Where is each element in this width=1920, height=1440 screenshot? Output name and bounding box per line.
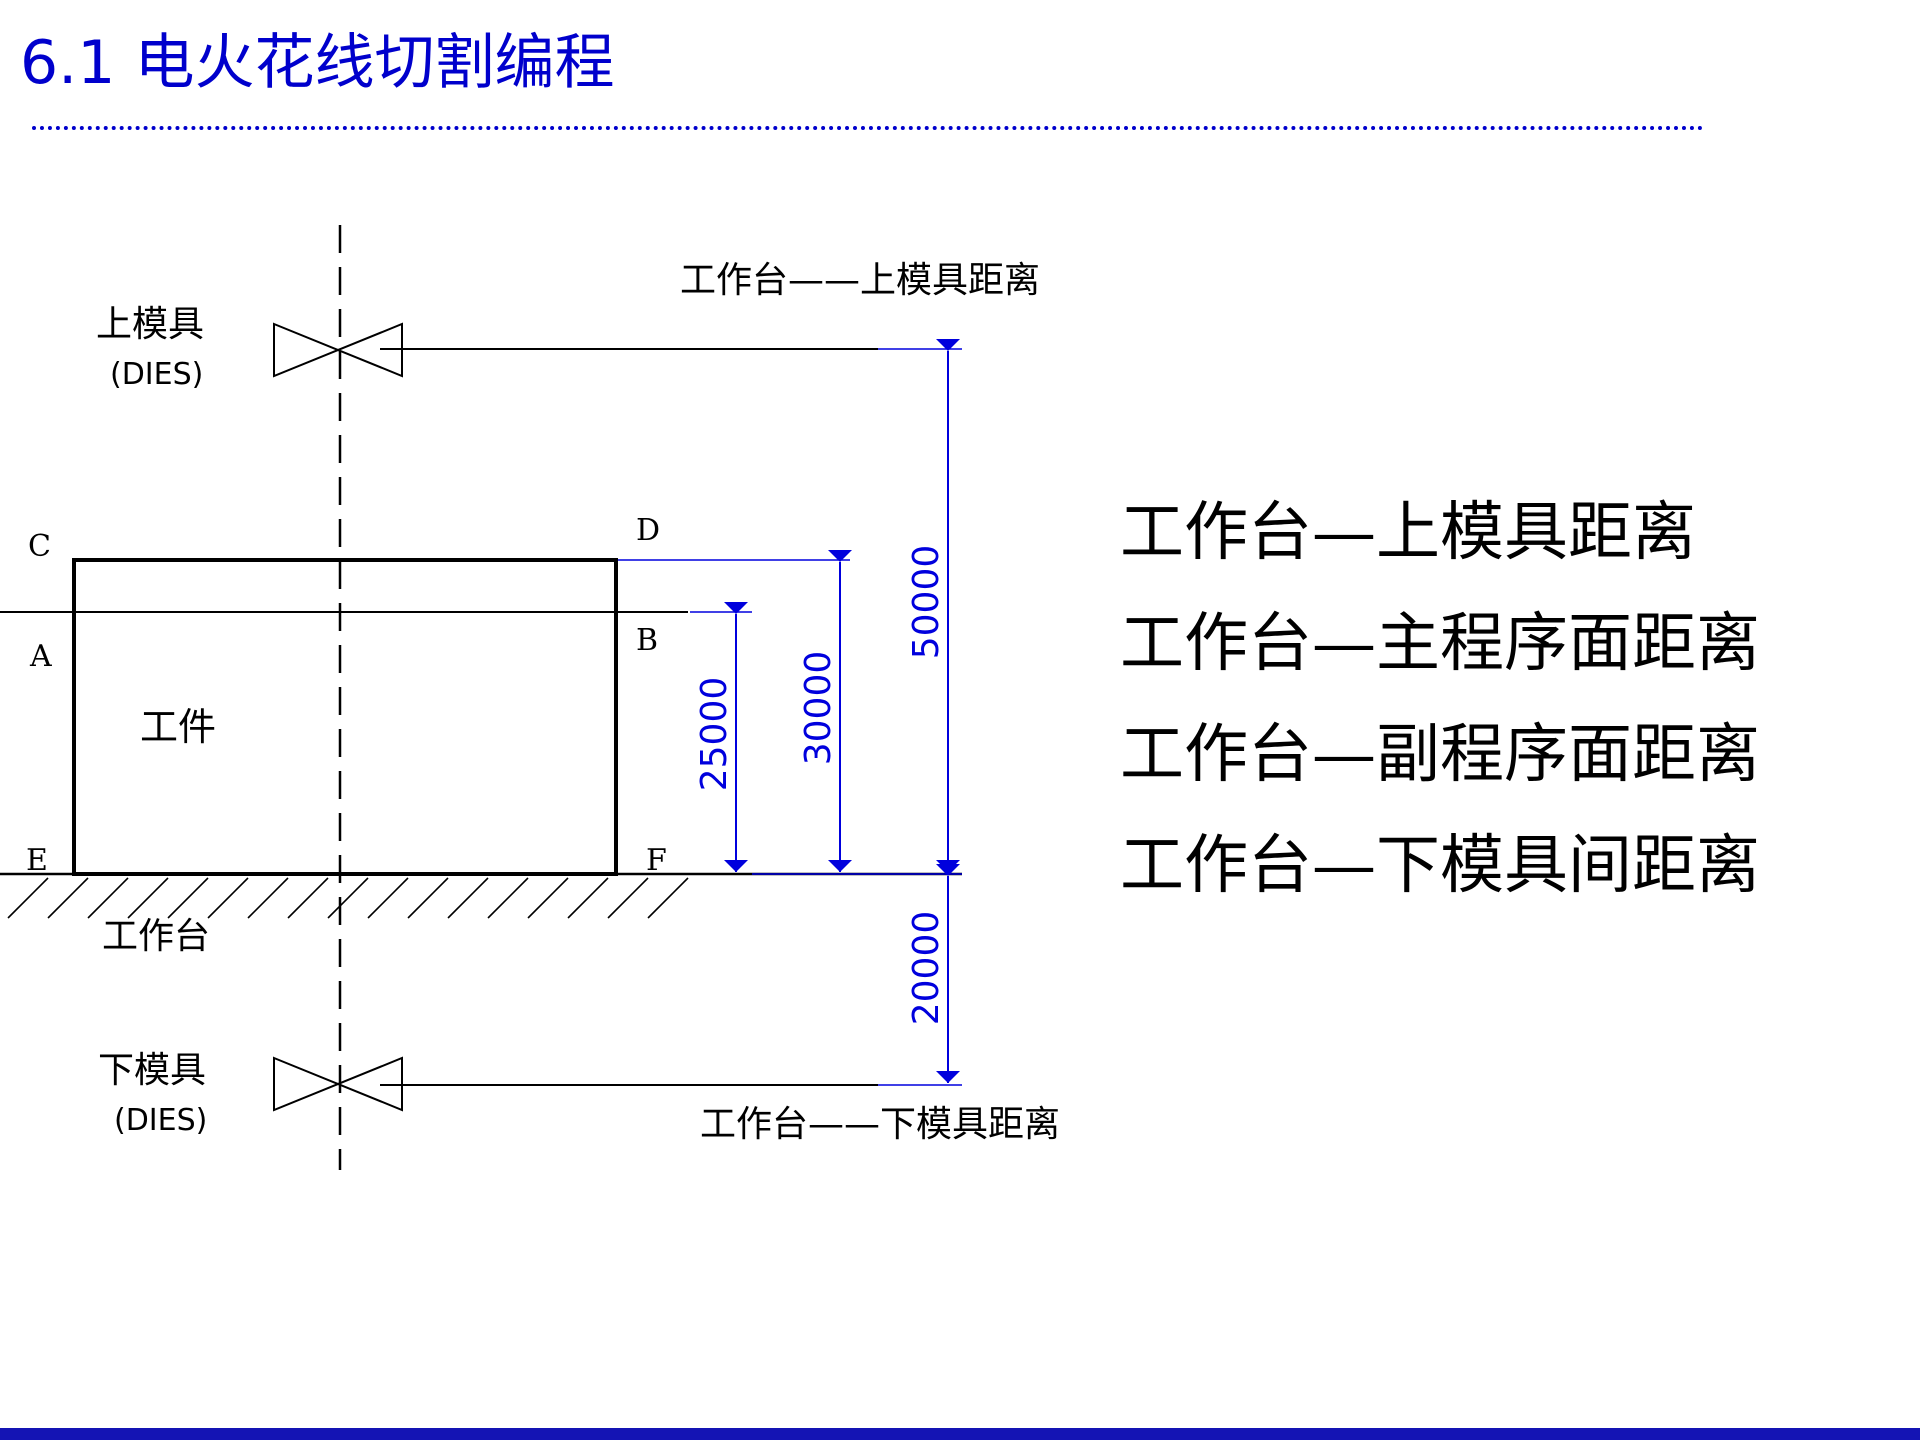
title-divider — [32, 126, 1704, 130]
top-distance-label: 工作台——上模具距离 — [680, 260, 1040, 301]
corner-label-f: F — [646, 843, 667, 878]
lower-die-symbol — [273, 1056, 403, 1112]
legend-item: 工作台—下模具间距离 — [1120, 829, 1760, 903]
distance-legend: 工作台—上模具距离 工作台—主程序面距离 工作台—副程序面距离 工作台—下模具间… — [1120, 478, 1760, 922]
legend-item: 工作台—副程序面距离 — [1120, 718, 1760, 792]
corner-label-a: A — [29, 639, 52, 674]
corner-label-b: B — [636, 623, 658, 658]
lower-die-sublabel: (DIES) — [114, 1103, 207, 1138]
dimension-extensions — [618, 348, 962, 1086]
upper-die-symbol — [273, 322, 403, 378]
upper-die-sublabel: (DIES) — [110, 357, 203, 392]
table-hatching — [7, 877, 689, 919]
dim-text-upper-die: 50000 — [906, 545, 947, 660]
corner-label-d: D — [636, 513, 660, 548]
dim-text-lower-die: 20000 — [906, 911, 947, 1026]
corner-label-c: C — [28, 529, 51, 564]
dim-text-sub-face: 25000 — [694, 677, 735, 792]
dim-text-main-face: 30000 — [798, 651, 839, 766]
bottom-distance-label: 工作台——下模具距离 — [700, 1104, 1060, 1145]
upper-die-label: 上模具 — [96, 304, 204, 345]
table-label: 工作台 — [102, 916, 210, 957]
slide-title: 6.1 电火花线切割编程 — [20, 28, 615, 98]
lower-die-label: 下模具 — [98, 1050, 206, 1091]
workpiece-label: 工件 — [140, 705, 216, 749]
corner-label-e: E — [26, 843, 48, 878]
legend-item: 工作台—上模具距离 — [1120, 496, 1696, 570]
footer-bar — [0, 1428, 1920, 1440]
legend-item: 工作台—主程序面距离 — [1120, 607, 1760, 681]
